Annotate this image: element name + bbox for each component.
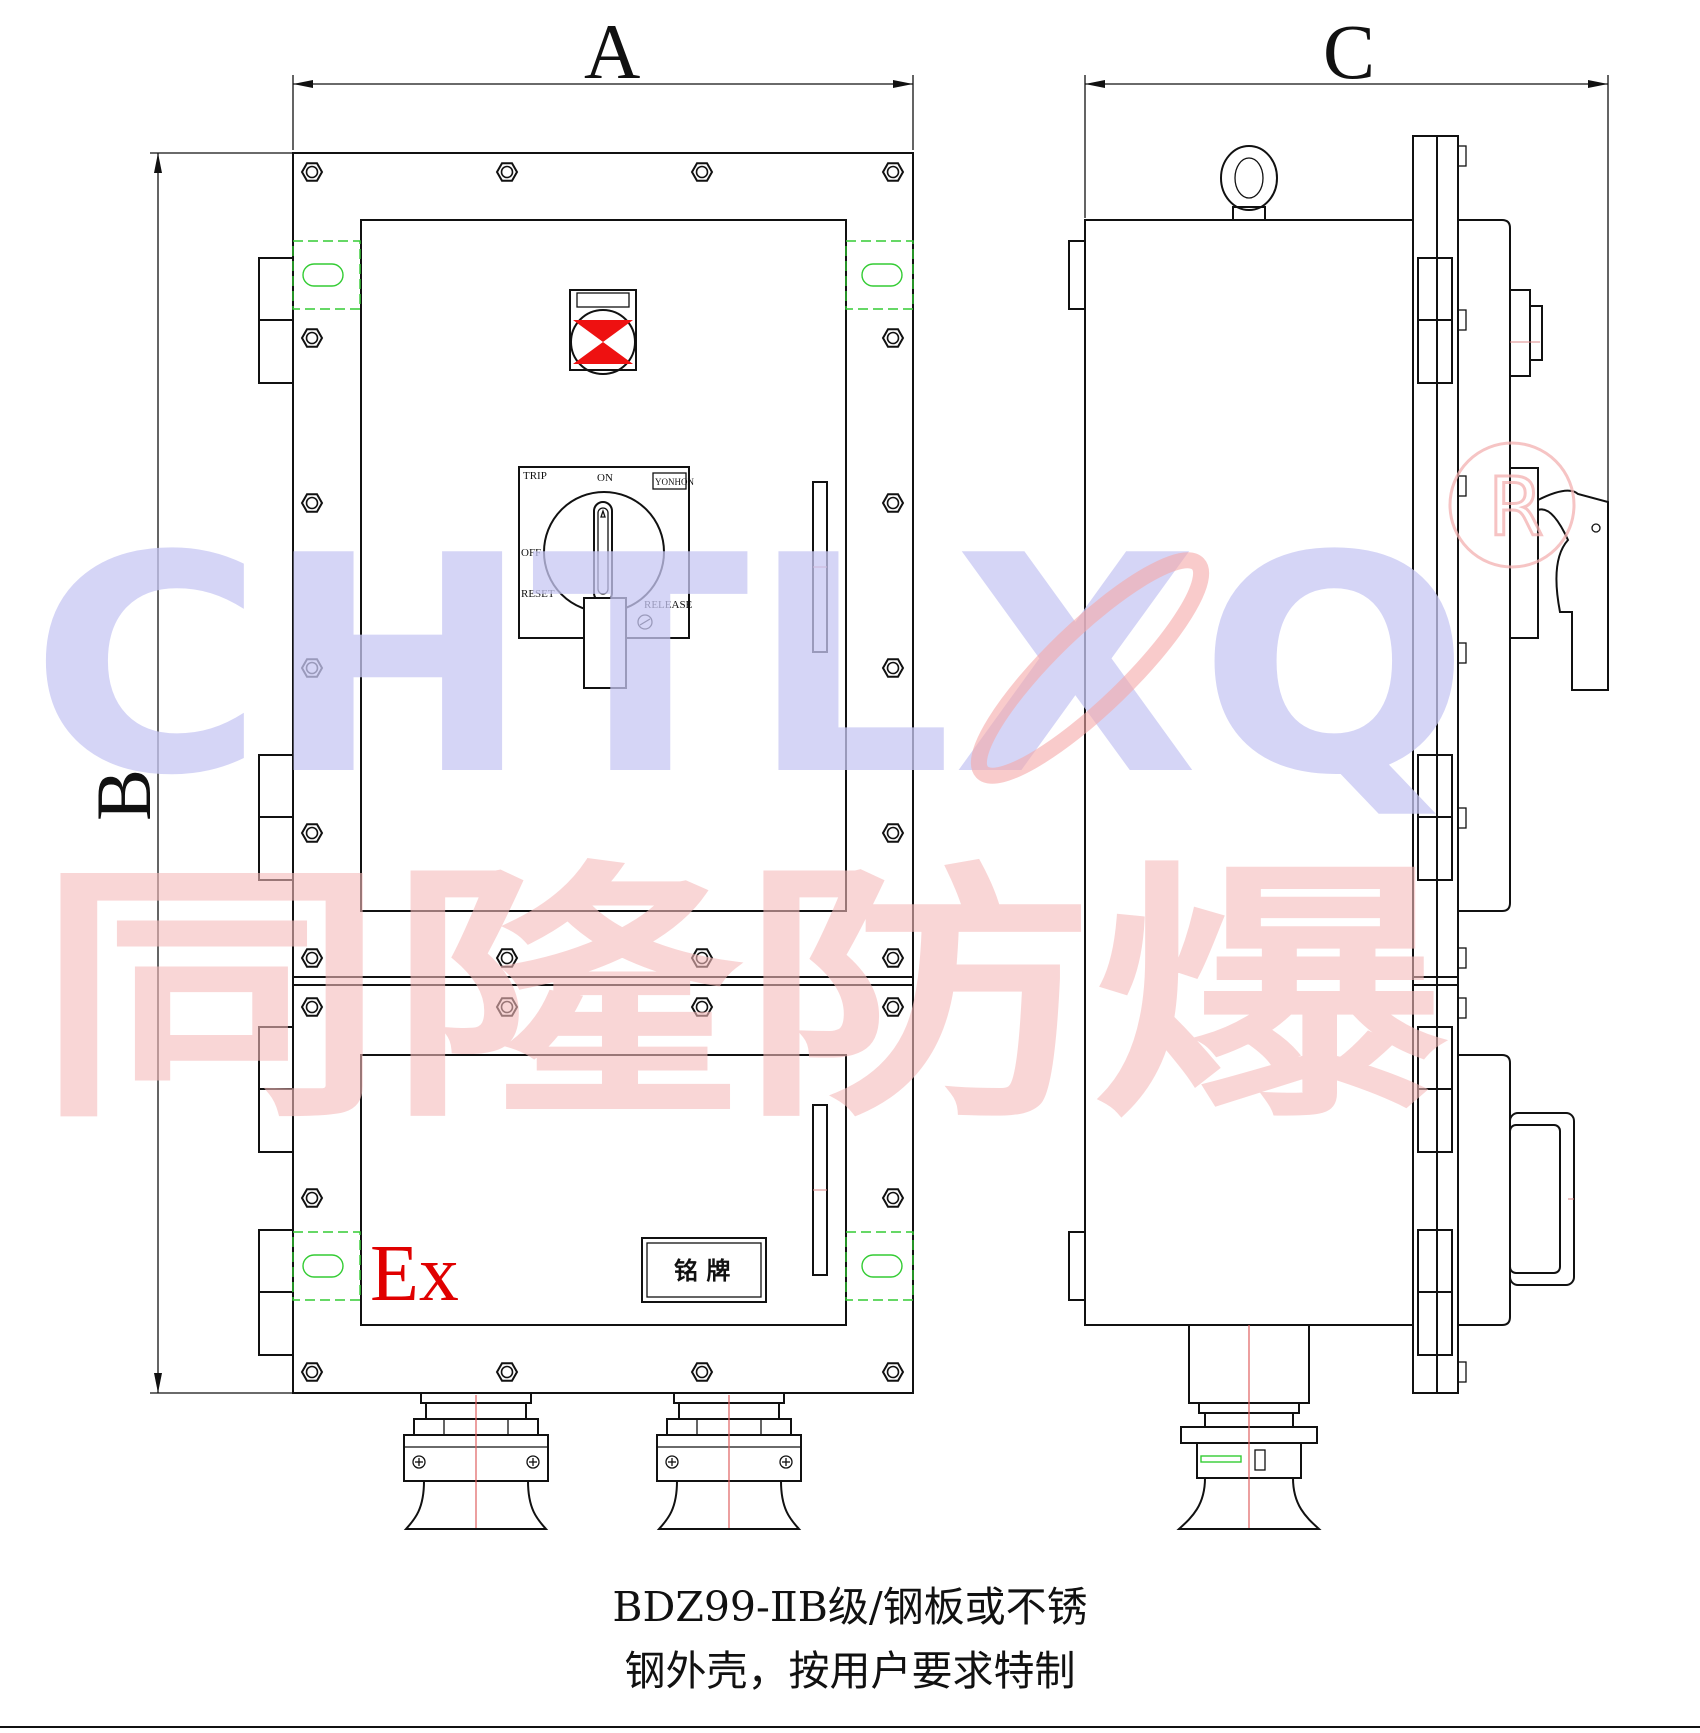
bolt-icon xyxy=(300,948,324,968)
flange-bolts xyxy=(1457,145,1467,1383)
dimension-c-label: C xyxy=(1323,8,1375,95)
flange-blocks xyxy=(1417,257,1453,1356)
caption-line-2: 钢外壳，按用户要求特制 xyxy=(624,1647,1076,1695)
caption: BDZ99-ⅡB级/钢板或不锈 钢外壳，按用户要求特制 xyxy=(0,1575,1700,1703)
switch-handle xyxy=(583,597,627,689)
dimension-b-label: B xyxy=(80,769,167,821)
ex-marking: Ex xyxy=(370,1230,459,1318)
bolt-icon xyxy=(495,1362,519,1382)
side-bosses-left xyxy=(258,257,294,1356)
dimension-b: B xyxy=(80,152,293,1394)
lower-cover xyxy=(360,1054,847,1326)
bolt-icon xyxy=(881,1362,905,1382)
bolt-icon xyxy=(881,328,905,348)
bolt-icon xyxy=(300,162,905,1382)
bolt-icon xyxy=(881,162,905,182)
bolt-icon xyxy=(300,823,324,843)
side-view: C xyxy=(1068,8,1609,1530)
bolt-icon xyxy=(300,162,324,182)
bolt-icon xyxy=(690,1362,714,1382)
watermark-swoosh xyxy=(970,552,1210,784)
switch-reset-label: RESET xyxy=(521,588,555,600)
lower-cover-profile xyxy=(1458,1054,1511,1326)
registered-mark-letter: R xyxy=(1488,461,1544,554)
watermark-cjk: 同隆防爆 xyxy=(35,839,1451,1154)
cable-gland xyxy=(403,1392,549,1530)
upper-cover xyxy=(360,219,847,912)
bolt-icon xyxy=(300,1188,324,1208)
bottom-rule xyxy=(0,1726,1700,1728)
bolt-icon xyxy=(495,948,519,968)
switch-handle-side xyxy=(1509,467,1609,691)
dimension-a: A xyxy=(292,8,914,150)
watermark: CHTLXQ 同隆防爆 R xyxy=(30,441,1576,1154)
front-view: TRIP ON YONHON OFF RESET RELEASE Ex 铭 牌 xyxy=(80,8,914,1530)
bolt-icon xyxy=(690,997,714,1017)
switch-brand-label: YONHON xyxy=(655,477,694,487)
bolt-icon xyxy=(300,493,324,513)
bolt-icon xyxy=(881,948,905,968)
dimension-a-label: A xyxy=(584,8,640,95)
hinge-markers xyxy=(292,240,914,1301)
bolt-icon xyxy=(690,162,714,182)
nameplate-label: 铭 牌 xyxy=(674,1257,730,1285)
indicator-light-side-icon xyxy=(1509,289,1543,377)
dimension-c: C xyxy=(1084,8,1609,690)
door-handle-side xyxy=(1509,1112,1575,1286)
rotary-switch: TRIP ON YONHON OFF RESET RELEASE xyxy=(518,466,694,689)
mounting-flange xyxy=(1412,135,1459,1394)
cable-gland-side xyxy=(1176,1324,1322,1530)
caption-line-1: BDZ99-ⅡB级/钢板或不锈 xyxy=(612,1583,1088,1631)
switch-on-label: ON xyxy=(597,472,613,484)
bolt-icon xyxy=(495,997,519,1017)
watermark-latin: CHTLXQ xyxy=(30,492,1470,841)
registered-mark-icon xyxy=(1448,441,1576,569)
bolt-icon xyxy=(300,997,324,1017)
bolt-icon xyxy=(690,948,714,968)
bolt-icon xyxy=(881,493,905,513)
bolt-icon xyxy=(881,658,905,678)
nameplate: 铭 牌 xyxy=(641,1237,767,1303)
bolt-icon xyxy=(300,658,324,678)
switch-off-label: OFF xyxy=(521,547,541,559)
side-enclosure xyxy=(1084,219,1414,1326)
switch-release-label: RELEASE xyxy=(644,599,693,611)
bolt-icon xyxy=(300,328,324,348)
cable-gland xyxy=(656,1392,802,1530)
bolt-icon xyxy=(495,162,519,182)
bolt-icon xyxy=(300,1362,324,1382)
switch-trip-label: TRIP xyxy=(523,470,547,482)
indicator-light-icon xyxy=(569,289,637,375)
release-screw-icon xyxy=(637,614,653,630)
bolt-icon xyxy=(881,823,905,843)
bolt-icon xyxy=(881,997,905,1017)
bolt-icon xyxy=(881,1188,905,1208)
lifting-eye-icon xyxy=(1220,145,1278,221)
